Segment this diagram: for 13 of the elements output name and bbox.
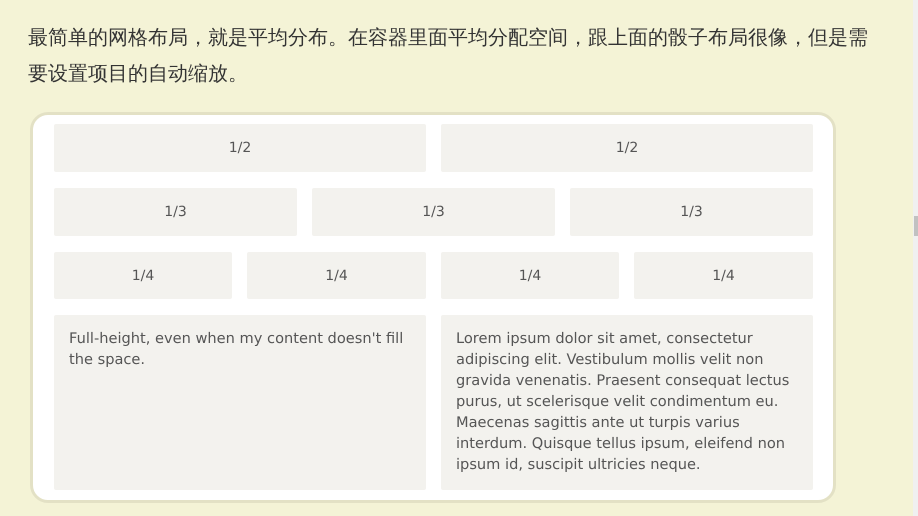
text-panel: Full-height, even when my content doesn't fill the space. — [54, 315, 426, 490]
grid-cell: 1/3 — [570, 188, 813, 236]
paragraph: 最简单的网格布局，就是平均分布。在容器里面平均分配空间，跟上面的骰子布局很像，但是需要设置项目的自动缩放。 — [28, 25, 869, 87]
grid-cell: 1/4 — [634, 252, 813, 299]
panel — [30, 112, 836, 503]
grid-cell: 1/3 — [312, 188, 555, 236]
text-panel: Lorem ipsum dolor sit amet, consectetur adipiscing elit. Vestibulum mollis velit non gravida venenatis. Praesent consequat lectus purus, ut scelerisque velit condimentum eu. Maecenas sagittis ante ut turpis varius interdum. Quisque tellus ipsum, eleifend non ipsum id, suscipit ultricies neque. — [441, 315, 813, 490]
grid-cell: 1/4 — [54, 252, 232, 299]
grid-cell: 1/2 — [441, 124, 813, 172]
grid-cell: 1/4 — [441, 252, 619, 299]
grid-cell: 1/4 — [247, 252, 426, 299]
grid-cell: 1/3 — [54, 188, 297, 236]
grid-cell: 1/2 — [54, 124, 426, 172]
